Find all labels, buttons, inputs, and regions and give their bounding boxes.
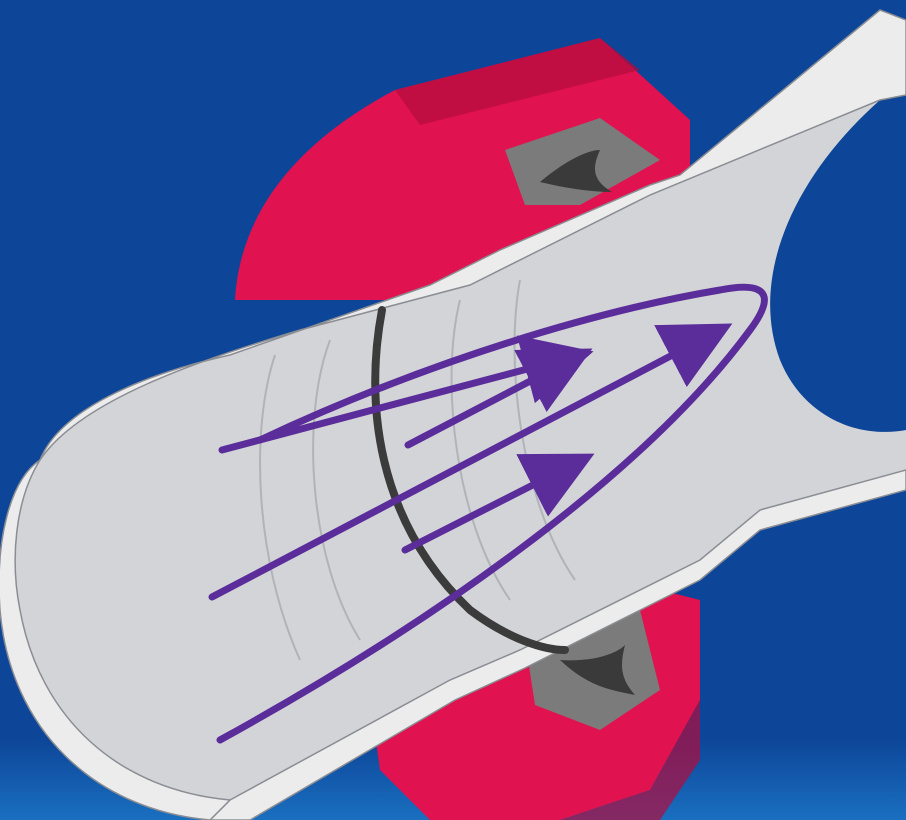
grooved-pipe-coupling-diagram	[0, 0, 906, 820]
coupling-illustration	[0, 0, 906, 820]
